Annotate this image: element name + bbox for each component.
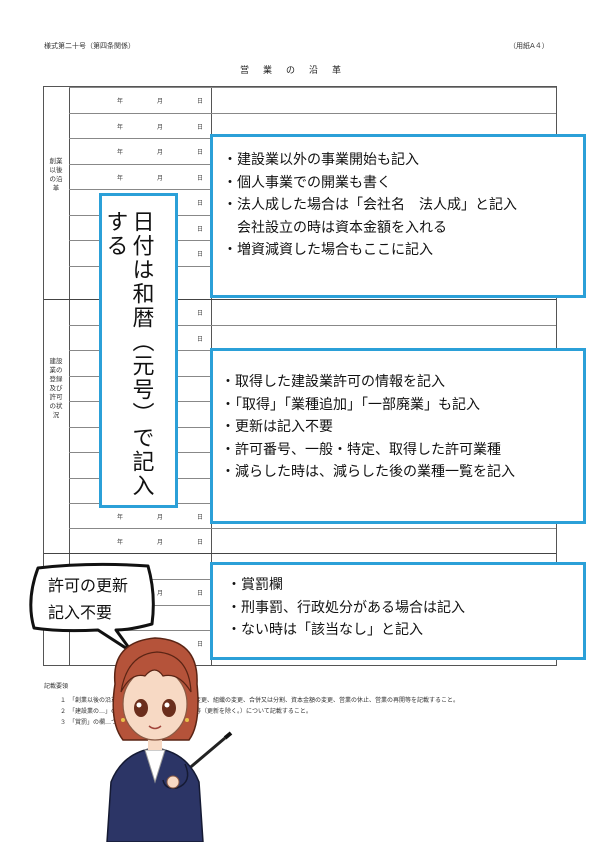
speech-bubble-shape [29,562,155,654]
callout-item: ・ない時は「該当なし」と記入 [227,622,423,638]
table-row [69,87,556,88]
callout-item: ・「取得」「業種追加」「一部廃業」も記入 [221,396,480,413]
table-row [69,528,556,529]
date-cell: 日 [197,251,204,258]
callout-item: ・更新は記入不要 [221,419,333,435]
date-cell: 月日 [157,590,204,597]
date-cell: 年月日 [117,149,204,156]
date-cell: 年月日 [117,124,204,131]
table-row [69,113,556,114]
date-cell: 年月日 [117,98,204,105]
date-cell: 年月日 [117,514,204,521]
paper-size-label: （用紙A４） [509,42,549,50]
callout-item: ・刑事罰、行政処分がある場合は記入 [227,599,465,616]
notes-title: 記載要領 [44,683,69,690]
callout-item: ・増資減資した場合もここに記入 [223,242,433,258]
callout-date-format: 日付は和暦（元号）で記入する [99,193,178,508]
callout-item: ・減らした時は、減らした後の業種一覧を記入 [221,464,515,480]
date-cell: 年月日 [117,539,204,546]
callout-awards-penalties: ・賞罰欄 ・刑事罰、行政処分がある場合は記入 ・ない時は「該当なし」と記入 [210,562,586,660]
callout-item: ・取得した建設業許可の情報を記入 [221,374,445,390]
date-cell: 日 [197,310,204,317]
date-cell: 年月日 [117,175,204,182]
form-number: 様式第二十号（第四条関係） [44,42,135,50]
callout-permits: ・取得した建設業許可の情報を記入 ・「取得」「業種追加」「一部廃業」も記入 ・更… [210,348,586,524]
callout-item: 会社設立の時は資本金額を入れる [223,219,447,236]
callout-item: ・個人事業での開業も書く [223,174,391,191]
section-divider [44,299,556,300]
section-divider [44,553,556,554]
callout-history: ・建設業以外の事業開始も記入 ・個人事業での開業も書く ・法人成した場合は「会社… [210,134,586,298]
callout-item: ・建設業以外の事業開始も記入 [223,152,419,168]
speech-bubble: 許可の更新 記入不要 [20,560,160,660]
section-label-history: 創業以後の沿革 [49,157,63,192]
date-cell: 日 [197,336,204,343]
note-item: １ 「創業以後の沿革」の欄は、…商号又は名称の変更、組織の変更、合併又は分割、資… [60,697,460,704]
date-cell: 日 [197,200,204,207]
document-title: 営業の沿革 [239,66,355,76]
callout-item: ・賞罰欄 [227,577,283,593]
section-label-permits: 建設業の登録及び許可の状況 [49,357,63,419]
date-cell: 日 [197,226,204,233]
instructor-character-illustration [106,637,233,842]
callout-item: ・許可番号、一般・特定、取得した許可業種 [221,441,501,458]
callout-item: ・法人成した場合は「会社名 法人成」と記入 [223,197,517,213]
speech-bubble-text: 許可の更新 記入不要 [48,576,129,622]
table-row [69,325,556,326]
callout-vertical-text: 日付は和暦（元号）で記入する [102,210,154,498]
